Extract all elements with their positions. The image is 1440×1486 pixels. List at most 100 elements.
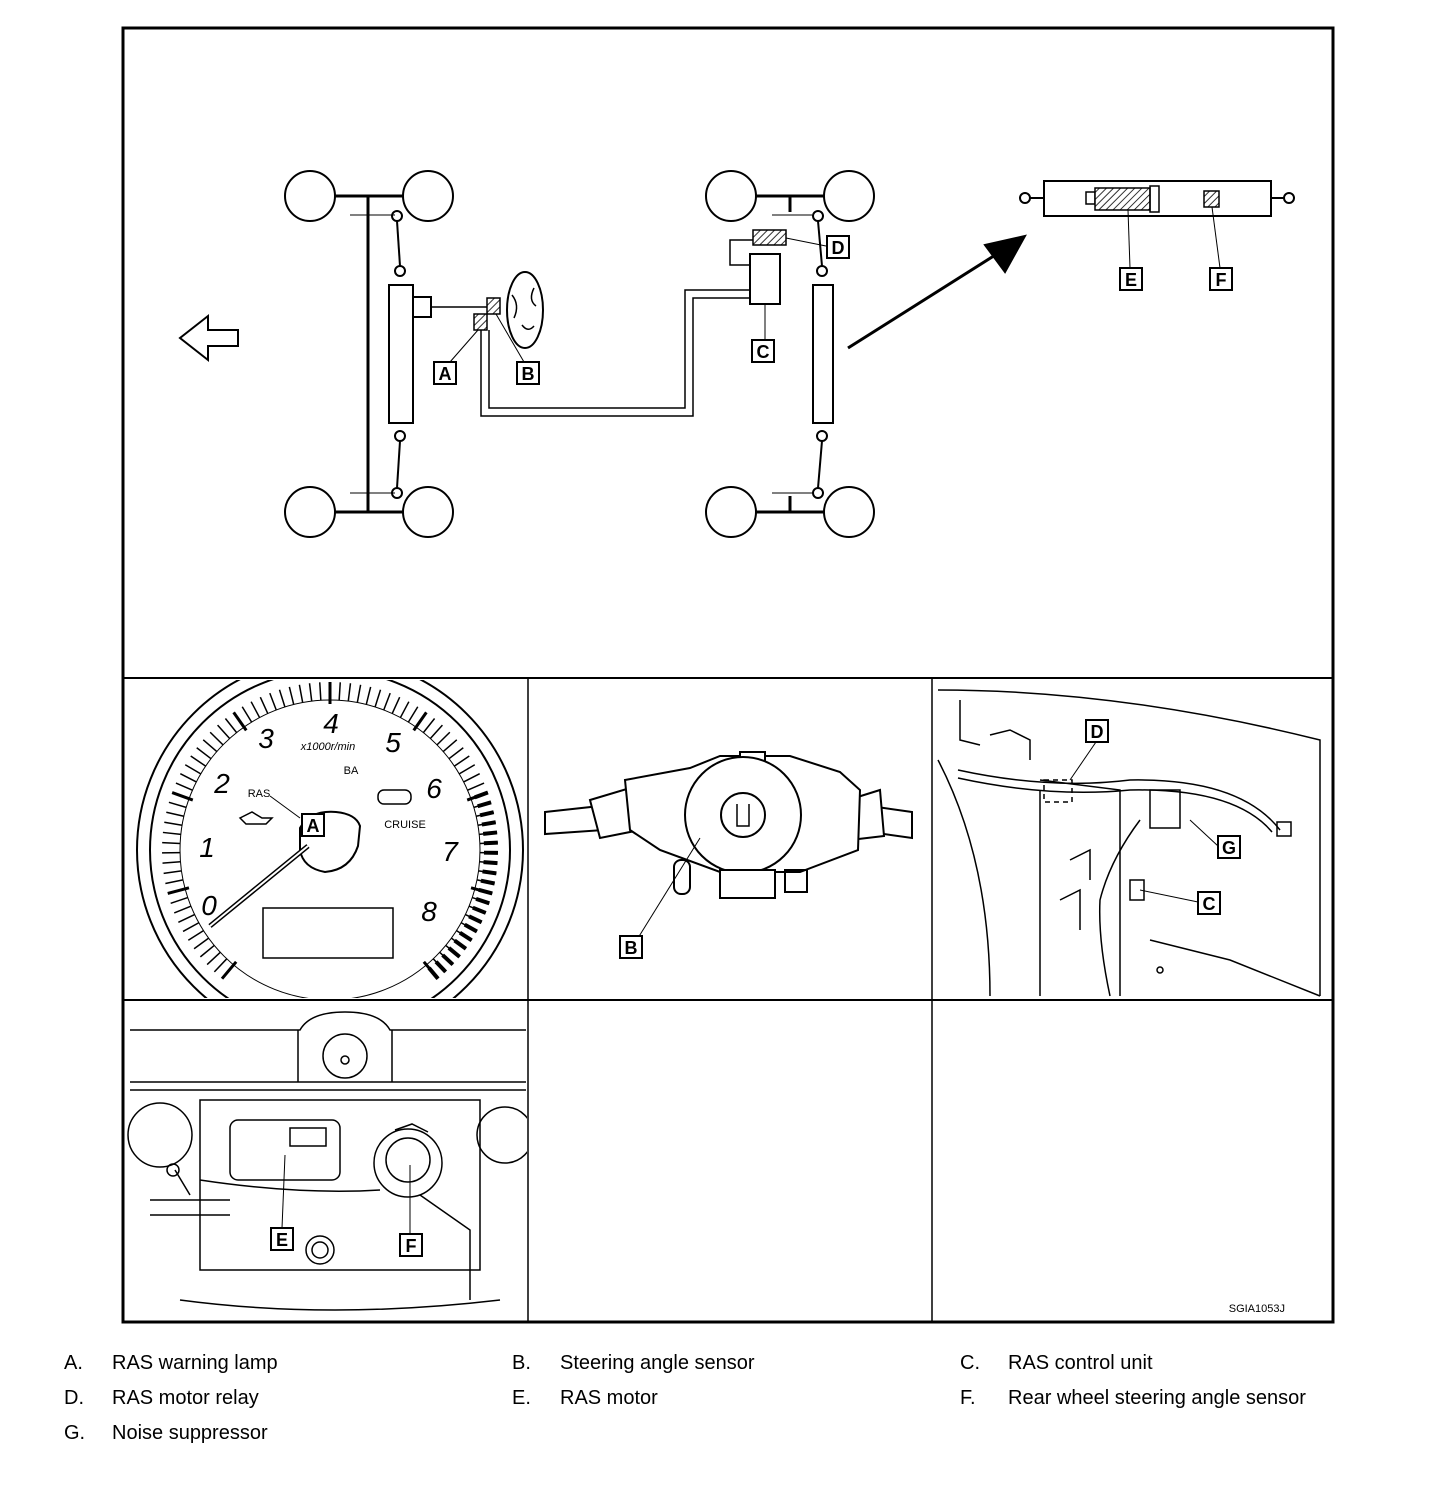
gauge-tick bbox=[407, 706, 419, 723]
front-direction-arrow-icon bbox=[178, 313, 239, 363]
gauge-tick bbox=[463, 773, 481, 783]
gauge-tick bbox=[164, 821, 183, 826]
gauge-redzone-tick bbox=[479, 810, 495, 818]
gauge-tick bbox=[206, 951, 221, 966]
gauge-redzone-tick bbox=[483, 860, 498, 866]
svg-text:5: 5 bbox=[385, 727, 401, 758]
svg-text:B: B bbox=[625, 938, 638, 958]
schematic-callout-b: B bbox=[516, 361, 540, 385]
gauge-tick bbox=[269, 692, 277, 711]
legend-item: G. Noise suppressor bbox=[64, 1422, 512, 1445]
svg-text:F: F bbox=[406, 1236, 417, 1256]
svg-text:x1000r/min: x1000r/min bbox=[300, 741, 355, 753]
gauge-tick bbox=[170, 896, 188, 905]
svg-text:3: 3 bbox=[258, 723, 274, 754]
gauge-tick bbox=[224, 718, 238, 734]
gauge-tick bbox=[166, 811, 185, 817]
legend-item: F. Rear wheel steering angle sensor bbox=[960, 1387, 1384, 1410]
legend-item: A. RAS warning lamp bbox=[64, 1352, 512, 1375]
panel-control-unit-location: D G C bbox=[937, 689, 1321, 997]
svg-text:6: 6 bbox=[426, 773, 442, 804]
panel1-callout-a: A bbox=[301, 813, 325, 837]
gauge-tick bbox=[278, 689, 286, 708]
svg-text:RAS: RAS bbox=[248, 788, 271, 800]
svg-text:8: 8 bbox=[421, 896, 437, 927]
svg-text:A: A bbox=[307, 816, 320, 836]
svg-text:C: C bbox=[757, 342, 770, 362]
svg-text:2: 2 bbox=[213, 768, 230, 799]
gauge-tick bbox=[162, 831, 181, 836]
gauge-redzone-tick bbox=[477, 800, 492, 809]
rear-right-wheel-front-axle bbox=[402, 486, 454, 538]
legend-text: Rear wheel steering angle sensor bbox=[1008, 1387, 1306, 1409]
panel4-callout-f: F bbox=[399, 1233, 423, 1257]
gauge-redzone-tick bbox=[468, 914, 483, 925]
svg-text:C: C bbox=[1203, 894, 1216, 914]
gauge-redzone-tick bbox=[472, 905, 487, 915]
gauge-tick bbox=[453, 755, 470, 767]
gauge-tick bbox=[202, 739, 218, 753]
panel-steering-angle-sensor bbox=[544, 751, 913, 939]
gauge-tick bbox=[448, 747, 464, 760]
legend-text: RAS control unit bbox=[1008, 1352, 1153, 1374]
gauge-redzone-tick bbox=[463, 922, 478, 934]
gauge-redzone-tick bbox=[482, 830, 498, 836]
gauge-redzone-tick bbox=[458, 931, 473, 942]
legend-item: B. Steering angle sensor bbox=[512, 1352, 960, 1375]
gauge-redzone-tick bbox=[480, 878, 496, 886]
gauge-tick bbox=[220, 960, 238, 980]
gauge-tick bbox=[199, 944, 215, 958]
motor-e-box bbox=[1094, 187, 1151, 211]
gauge-tick bbox=[298, 684, 304, 703]
sensor-f-box bbox=[1203, 190, 1220, 208]
gauge-tick bbox=[347, 683, 352, 702]
gauge-tick bbox=[308, 683, 313, 702]
svg-text:E: E bbox=[1125, 270, 1137, 290]
gauge-tick bbox=[184, 764, 202, 775]
relay-box bbox=[752, 229, 787, 246]
svg-text:CRUISE: CRUISE bbox=[384, 819, 426, 831]
gauge-tick bbox=[179, 773, 197, 783]
gauge-tick bbox=[383, 692, 391, 711]
gauge-tick bbox=[338, 682, 342, 701]
front-steering-rack bbox=[388, 284, 414, 424]
gauge-tick bbox=[399, 701, 410, 718]
gauge-redzone-tick bbox=[447, 946, 461, 959]
gauge-tick bbox=[467, 782, 485, 791]
legend-item: D. RAS motor relay bbox=[64, 1387, 512, 1410]
gauge-tick bbox=[442, 739, 458, 753]
gauge-tick bbox=[436, 731, 451, 746]
gauge-redzone-tick bbox=[434, 960, 448, 974]
gauge-redzone-tick bbox=[481, 820, 497, 827]
gauge-redzone-tick bbox=[474, 790, 489, 800]
svg-text:D: D bbox=[832, 238, 845, 258]
gauge-tick bbox=[250, 701, 261, 718]
panel-rear-actuator: E F bbox=[127, 1011, 527, 1311]
gauge-tick bbox=[209, 731, 224, 746]
gauge-tick bbox=[288, 686, 295, 705]
panel3-callout-c: C bbox=[1197, 891, 1221, 915]
gauge-tick bbox=[187, 929, 204, 941]
svg-text:A: A bbox=[439, 364, 452, 384]
gauge-redzone-tick bbox=[482, 869, 497, 876]
svg-text:F: F bbox=[1216, 270, 1227, 290]
sensor-b-box bbox=[486, 297, 501, 315]
gauge-tick bbox=[193, 937, 210, 950]
gauge-tick bbox=[458, 764, 476, 775]
steering-wheel-icon bbox=[506, 271, 544, 349]
gauge-tick bbox=[422, 718, 436, 734]
schematic-callout-f: F bbox=[1209, 267, 1233, 291]
svg-text:7: 7 bbox=[442, 836, 459, 867]
sensor-a-box bbox=[473, 313, 488, 331]
panel4-callout-e: E bbox=[270, 1227, 294, 1251]
legend-text: Steering angle sensor bbox=[560, 1352, 755, 1374]
gauge-redzone-tick bbox=[478, 887, 493, 896]
gauge-tick bbox=[162, 861, 181, 864]
control-unit-box bbox=[749, 253, 781, 305]
svg-text:G: G bbox=[1222, 838, 1236, 858]
gauge-tick bbox=[391, 696, 401, 714]
schematic-callout-d: D bbox=[826, 235, 850, 259]
component-location-figure: A B C D E F bbox=[121, 26, 1335, 1324]
figure-frame bbox=[121, 26, 1335, 1324]
svg-text:4: 4 bbox=[323, 708, 339, 739]
